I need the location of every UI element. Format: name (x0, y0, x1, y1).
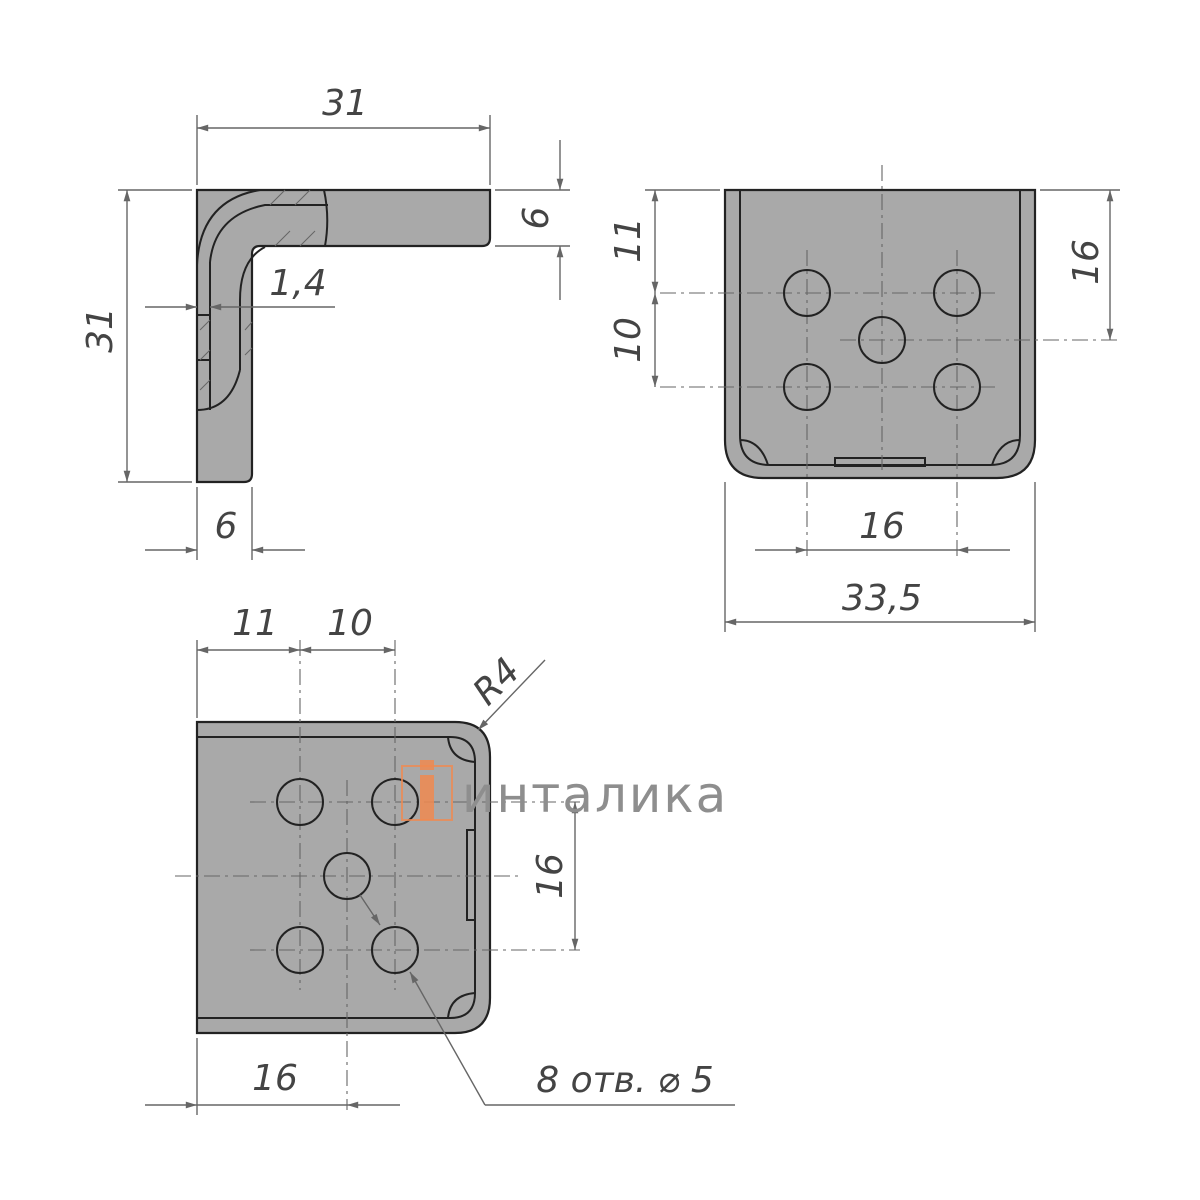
front-profile (723, 188, 1037, 480)
dim-flange-thickness: 6 (516, 207, 557, 230)
hole (323, 852, 371, 900)
dim-front-hole-spacing-h: 16 (859, 506, 905, 547)
dim-radius: R4 (465, 650, 528, 713)
hole (276, 926, 324, 974)
hole (783, 363, 831, 411)
dim-side-height: 31 (80, 307, 121, 353)
dim-front-center-height: 16 (1066, 239, 1107, 285)
bottom-holes (276, 778, 419, 974)
hole (276, 778, 324, 826)
hole (371, 778, 419, 826)
hole (783, 269, 831, 317)
logo-text: инталика (462, 766, 728, 824)
holes-note: 8 отв. ⌀ 5 (536, 1060, 713, 1101)
bottom-profile (195, 720, 492, 1035)
brand-logo: инталика (401, 760, 728, 824)
side-view: 31 31 6 6 1,4 (80, 83, 570, 560)
dim-leg-thickness: 6 (215, 506, 238, 547)
hole (933, 269, 981, 317)
dim-front-hole-spacing-v: 10 (608, 317, 649, 363)
bottom-view: 11 10 R4 16 16 8 отв. ⌀ 5 (145, 603, 735, 1115)
dim-sheet-thickness: 1,4 (269, 263, 326, 304)
dim-bottom-hole-spacing: 10 (327, 603, 373, 644)
dim-front-top-offset: 11 (608, 217, 649, 263)
front-view: 11 10 16 16 33,5 (608, 165, 1120, 632)
hole (371, 926, 419, 974)
hole (858, 316, 906, 364)
side-profile (195, 188, 492, 484)
dim-overall-width: 33,5 (842, 578, 922, 619)
dim-bottom-center-offset: 16 (252, 1058, 298, 1099)
logo-mark-icon (420, 775, 434, 820)
hole (933, 363, 981, 411)
front-holes (783, 269, 981, 411)
dim-side-width: 31 (322, 83, 368, 124)
dim-bottom-hole-v: 16 (530, 853, 571, 899)
dim-bottom-edge-offset: 11 (232, 603, 278, 644)
